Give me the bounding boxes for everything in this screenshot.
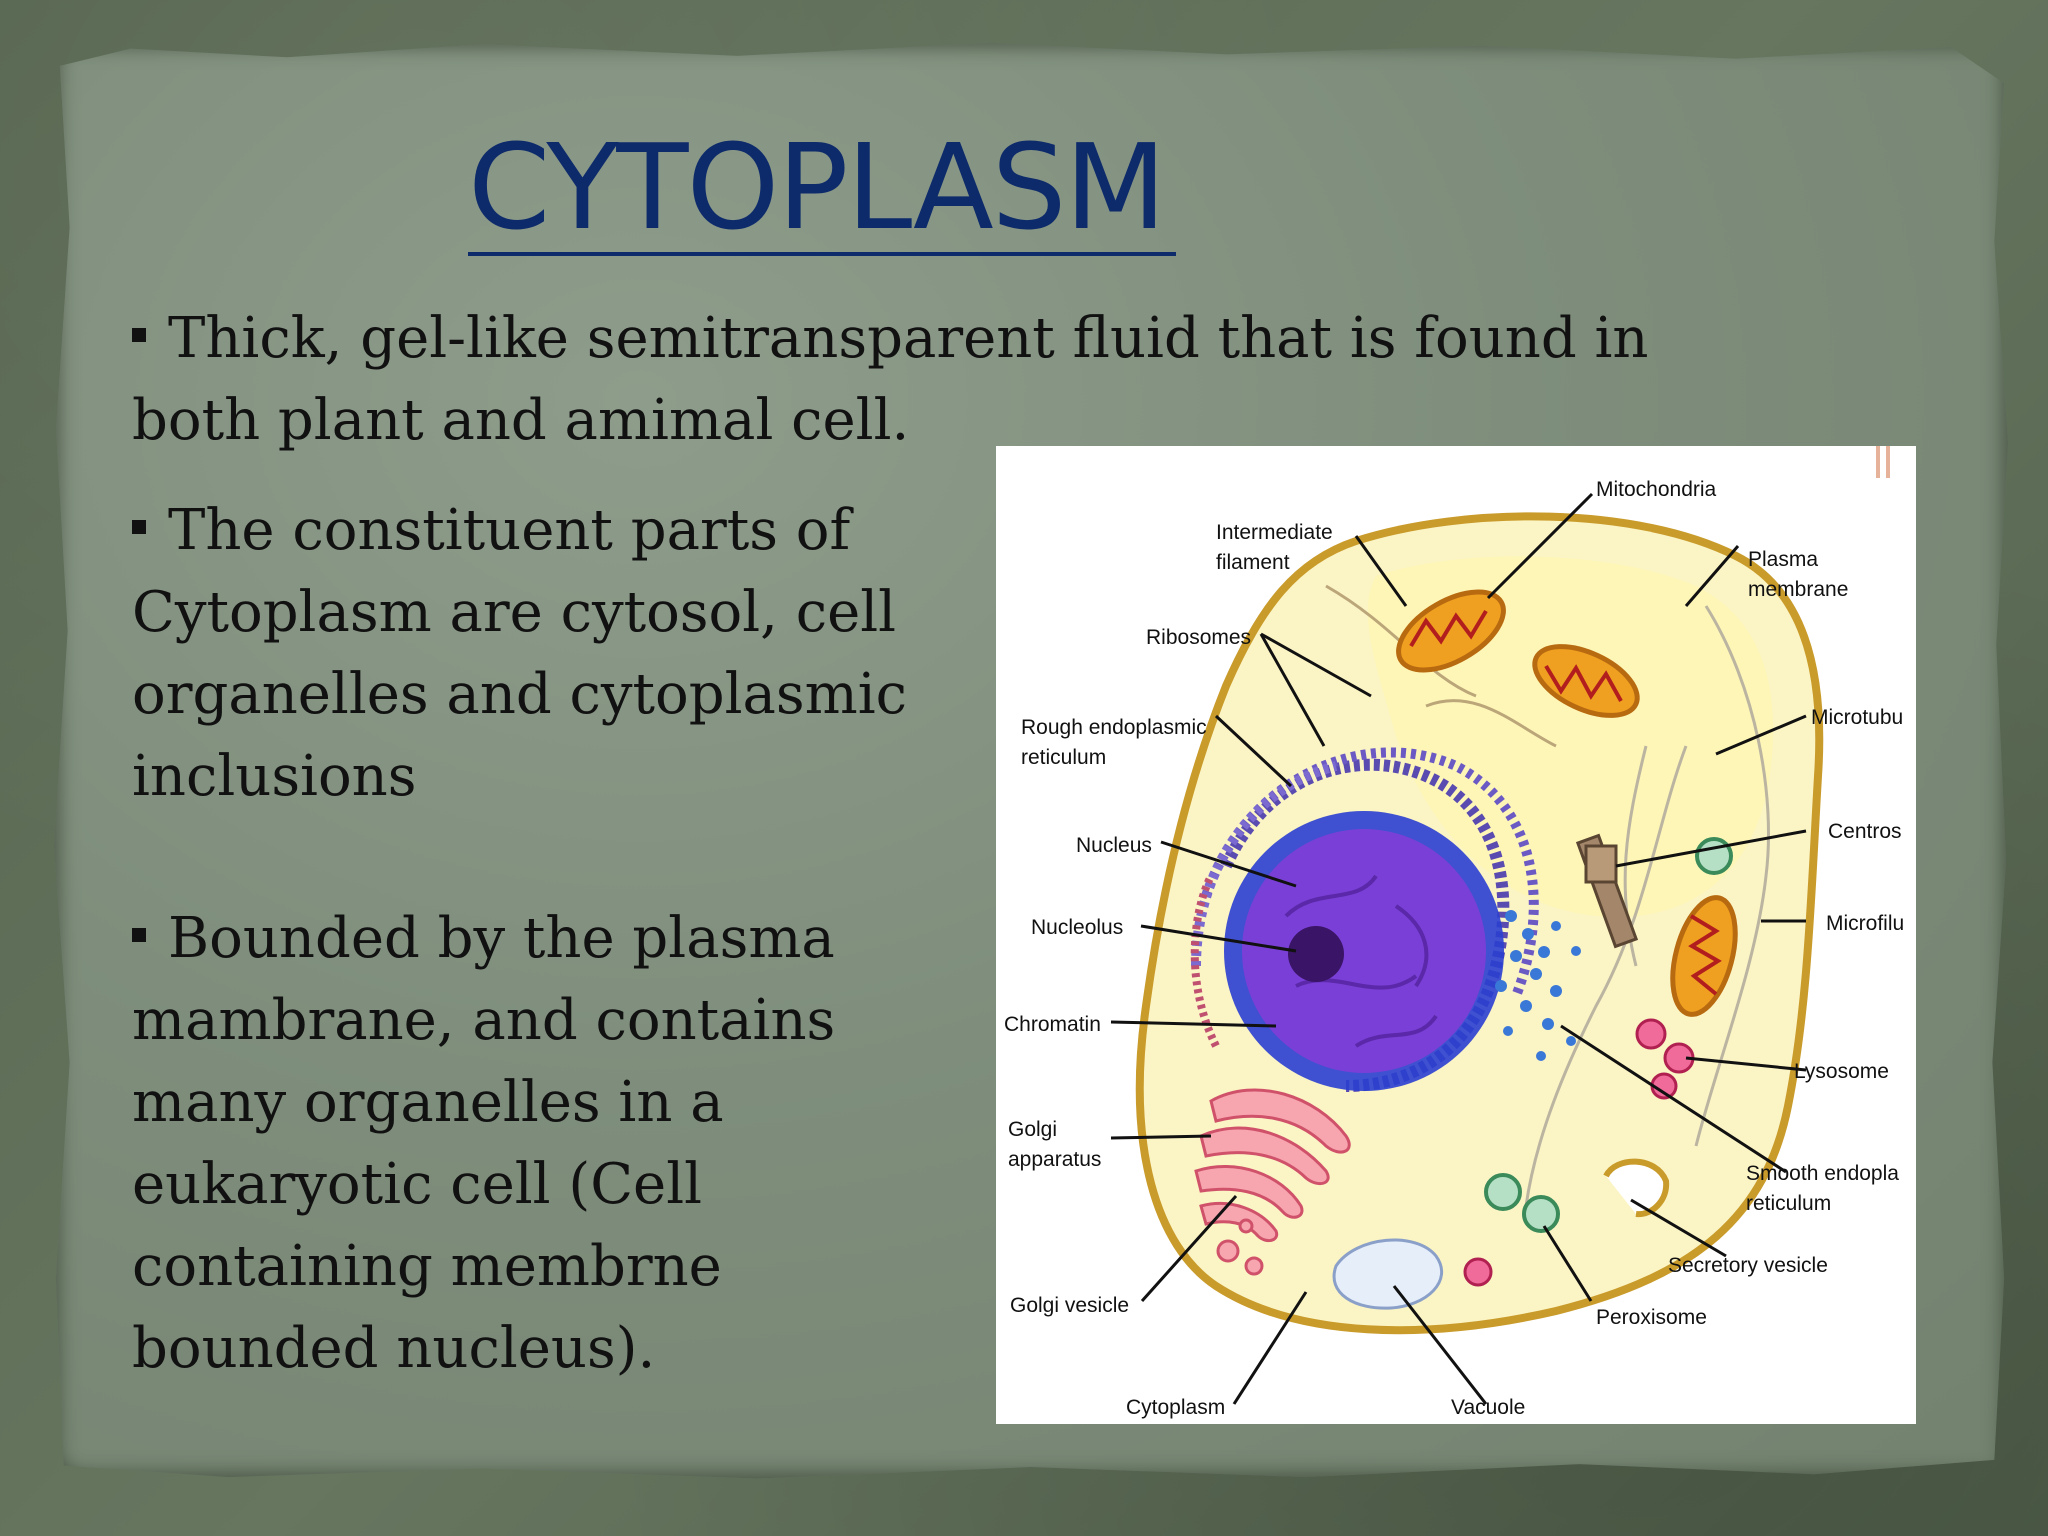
smooth-er <box>1495 910 1581 1061</box>
label-golgi-apparatus-1: Golgi <box>1008 1118 1057 1141</box>
title-underline <box>468 252 1176 256</box>
vacuole <box>1332 1238 1443 1310</box>
label-mitochondria: Mitochondria <box>1596 478 1717 501</box>
bullet-3: Bounded by the plasma mambrane, and cont… <box>132 898 952 1390</box>
label-nucleus: Nucleus <box>1076 834 1152 857</box>
label-plasma-membrane-2: membrane <box>1748 578 1848 601</box>
label-rough-er-2: reticulum <box>1021 746 1106 769</box>
label-rough-er-1: Rough endoplasmic <box>1021 716 1207 739</box>
rough-er <box>1190 747 1539 1092</box>
label-golgi-vesicle: Golgi vesicle <box>1010 1294 1129 1317</box>
label-vacuole: Vacuole <box>1451 1396 1525 1419</box>
bullet-2-text: The constituent parts of Cytoplasm are c… <box>132 498 908 809</box>
bullet-2: The constituent parts of Cytoplasm are c… <box>132 490 952 818</box>
bullet-marker <box>132 927 146 942</box>
centrosome <box>1575 833 1639 949</box>
label-microtubule: Microtubu <box>1811 706 1903 729</box>
lysosomes <box>1463 1018 1695 1287</box>
label-nucleolus: Nucleolus <box>1031 916 1123 939</box>
slide-title: CYTOPLASM <box>468 118 1166 256</box>
label-intermediate-filament-1: Intermediate <box>1216 521 1333 544</box>
mitochondrion-1 <box>1396 589 1506 673</box>
label-secretory-vesicle: Secretory vesicle <box>1668 1254 1828 1277</box>
label-smooth-er-2: reticulum <box>1746 1192 1831 1215</box>
bullet-1-text: Thick, gel-like semitransparent fluid th… <box>132 306 1649 453</box>
label-chromatin: Chromatin <box>1004 1013 1101 1036</box>
label-centrosome: Centros <box>1828 820 1902 843</box>
label-lysosome: Lysosome <box>1794 1060 1889 1083</box>
mitochondrion-2 <box>1532 644 1640 718</box>
label-microfilament: Microfilu <box>1826 912 1904 935</box>
bullet-marker <box>132 519 146 534</box>
nucleus <box>1224 811 1504 1091</box>
bullet-1: Thick, gel-like semitransparent fluid th… <box>132 298 1792 462</box>
label-golgi-apparatus-2: apparatus <box>1008 1148 1101 1171</box>
nucleolus <box>1288 926 1344 982</box>
bullet-3-text: Bounded by the plasma mambrane, and cont… <box>132 906 836 1381</box>
cell-diagram-svg: Mitochondria Intermediate filament Plasm… <box>996 446 1916 1424</box>
label-plasma-membrane-1: Plasma <box>1748 548 1818 571</box>
animal-cell-diagram: Mitochondria Intermediate filament Plasm… <box>996 446 1916 1424</box>
mitochondrion-3 <box>1670 895 1738 1017</box>
label-smooth-er-1: Smooth endopla <box>1746 1162 1899 1185</box>
label-ribosomes: Ribosomes <box>1146 626 1251 649</box>
label-cytoplasm: Cytoplasm <box>1126 1396 1225 1419</box>
label-intermediate-filament-2: filament <box>1216 551 1290 574</box>
bullet-marker <box>132 327 146 342</box>
label-peroxisome: Peroxisome <box>1596 1306 1707 1329</box>
